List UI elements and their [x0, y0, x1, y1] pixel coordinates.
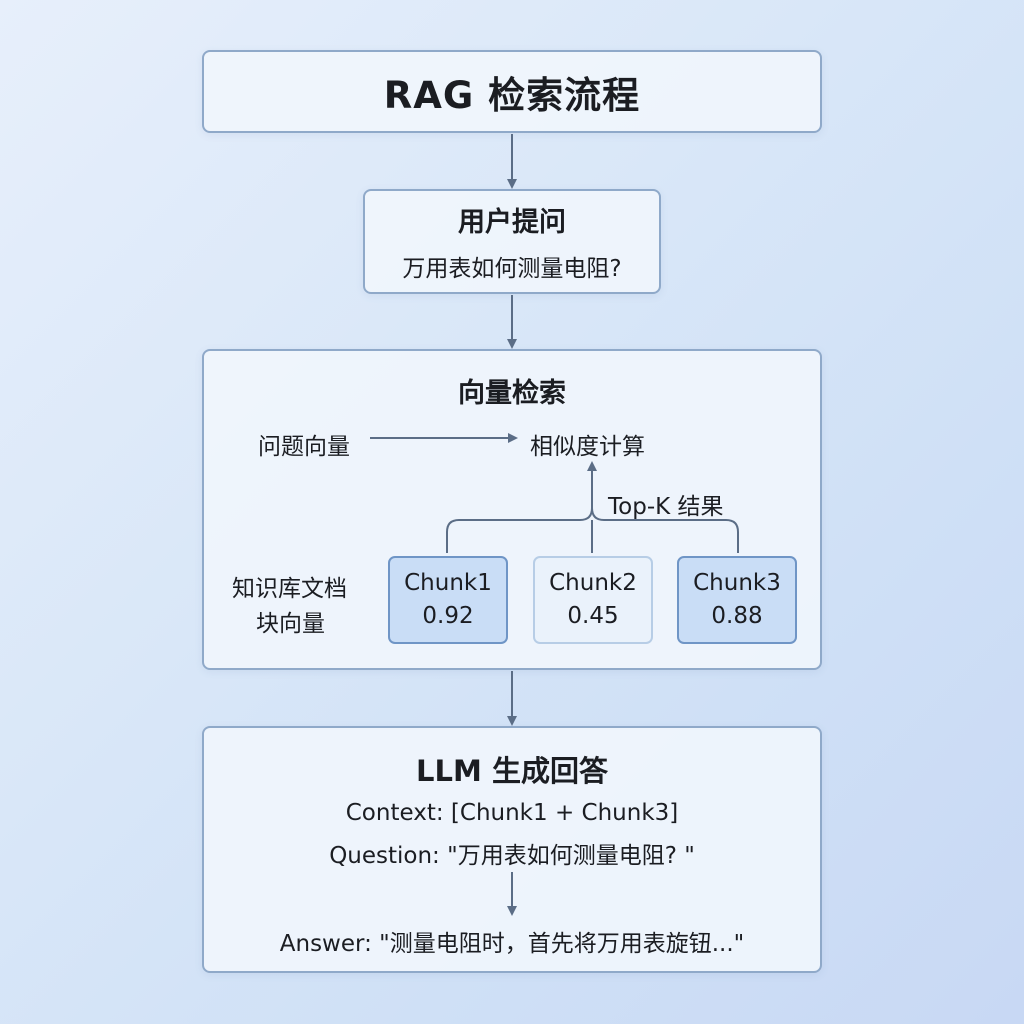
title-box: RAG 检索流程 — [202, 50, 822, 133]
llm-answer: Answer: "测量电阻时，首先将万用表旋钮..." — [279, 931, 745, 957]
chunk-score: 0.88 — [711, 603, 763, 629]
chunk-score: 0.92 — [422, 603, 474, 629]
chunk-score: 0.45 — [567, 603, 619, 629]
kb-label-line2: 块向量 — [256, 611, 325, 637]
query-vector-label: 问题向量 — [258, 434, 350, 460]
diagram-title: RAG 检索流程 — [383, 73, 641, 117]
user-question-title: 用户提问 — [458, 207, 566, 238]
user-question-box: 用户提问 万用表如何测量电阻? — [363, 189, 661, 294]
chunk-card-2: Chunk2 0.45 — [533, 556, 653, 644]
chunk-card-3: Chunk3 0.88 — [677, 556, 797, 644]
chunk-name: Chunk1 — [404, 569, 492, 596]
chunk-card-1: Chunk1 0.92 — [388, 556, 508, 644]
vector-search-box: 向量检索 问题向量 相似度计算 Top-K 结果 知识库文档 块向量 Chunk… — [202, 349, 822, 670]
chunk-name: Chunk3 — [693, 569, 781, 596]
llm-context: Context: [Chunk1 + Chunk3] — [345, 800, 679, 826]
topk-label: Top-K 结果 — [608, 494, 724, 520]
user-question-text: 万用表如何测量电阻? — [402, 256, 622, 282]
llm-title: LLM 生成回答 — [416, 754, 608, 788]
llm-question: Question: "万用表如何测量电阻? " — [329, 843, 695, 869]
vector-search-title: 向量检索 — [458, 378, 566, 409]
kb-label-line1: 知识库文档 — [232, 576, 347, 602]
llm-answer-box: LLM 生成回答 Context: [Chunk1 + Chunk3] Ques… — [202, 726, 822, 973]
chunk-name: Chunk2 — [549, 569, 637, 596]
similarity-label: 相似度计算 — [530, 434, 645, 460]
